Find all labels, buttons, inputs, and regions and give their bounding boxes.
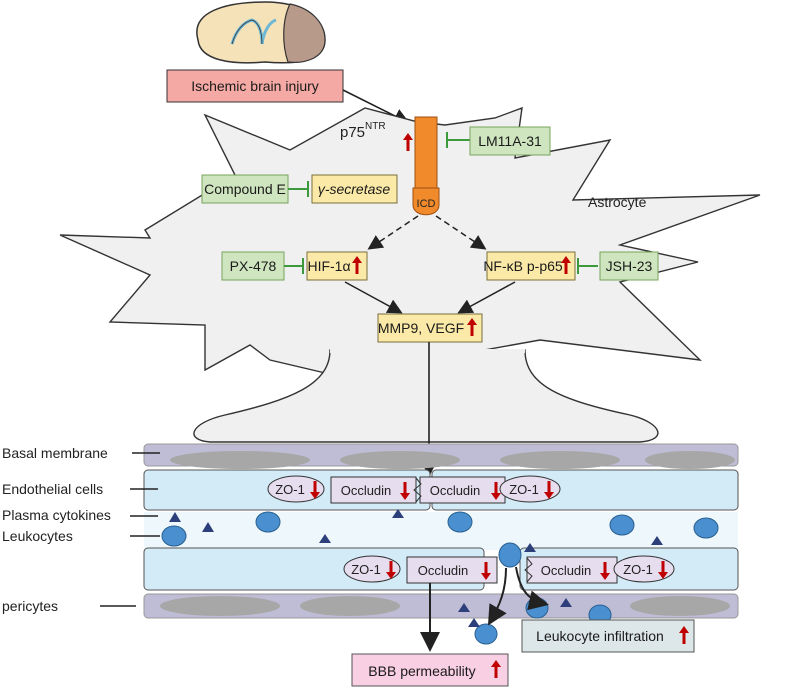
px478-label: PX-478 — [230, 258, 277, 274]
compound-e-box — [201, 174, 289, 204]
nfkb-to-mmp9-arrow — [457, 281, 516, 314]
occludin-lower-left — [406, 556, 498, 584]
side-label-pericytes: pericytes — [2, 598, 58, 614]
zo1-lower-left — [343, 555, 401, 583]
nfkb-box — [486, 251, 576, 281]
side-label-cytokines: Plasma cytokines — [2, 507, 111, 523]
receptor-superscript: NTR — [365, 121, 386, 132]
occludin-upper-right — [419, 476, 506, 504]
mmp9-vegf-label: MMP9, VEGF — [378, 320, 464, 336]
nfkb-label: NF-κB p-p65 — [483, 258, 563, 274]
occludin-upper-left — [330, 476, 417, 504]
ischemic-injury-box — [166, 69, 344, 103]
px478-box — [221, 251, 285, 281]
side-label-basal-membrane: Basal membrane — [2, 445, 108, 461]
hif-to-mmp9-arrow — [344, 281, 403, 314]
occludin-label-4: Occludin — [541, 563, 592, 578]
gamma-secretase-label: γ-secretase — [318, 181, 391, 197]
leukocyte-infiltration-label: Leukocyte infiltration — [536, 628, 664, 644]
jsh23-box — [599, 251, 659, 281]
receptor-transmembrane — [414, 116, 438, 190]
icd-label: ICD — [417, 198, 436, 210]
zo1-label-3: ZO-1 — [351, 562, 381, 577]
side-label-leukocytes: Leukocytes — [2, 528, 73, 544]
zo1-upper-left — [267, 475, 325, 503]
lm11a-label: LM11A-31 — [478, 133, 542, 149]
occludin-lower-right — [526, 556, 618, 584]
astrocyte-endfoot — [193, 349, 659, 443]
leukocyte-transmigration-arrow — [487, 567, 507, 626]
receptor-name: p75 — [340, 124, 365, 141]
occludin-label-3: Occludin — [418, 563, 469, 578]
zo1-lower-right — [613, 555, 675, 583]
receptor-label: p75NTR — [340, 121, 386, 141]
leukocyte-to-infiltration-arrow — [515, 566, 549, 611]
jsh23-label: JSH-23 — [606, 258, 653, 274]
zo1-label-1: ZO-1 — [275, 482, 305, 497]
icd-domain — [412, 187, 440, 216]
bbb-permeability-box — [351, 653, 509, 687]
astrocyte-label: Astrocyte — [588, 194, 647, 210]
occludin-label-2: Occludin — [430, 483, 481, 498]
vessel-lumen — [144, 512, 738, 550]
bbb-permeability-label: BBB permeability — [368, 663, 475, 679]
leukocyte-infiltration-box — [521, 619, 695, 653]
brain-section-icon — [196, 1, 326, 64]
zo1-label-2: ZO-1 — [509, 482, 539, 497]
lm11a-box — [469, 126, 551, 156]
zo1-label-4: ZO-1 — [623, 562, 653, 577]
hif1a-label: HIF-1α — [307, 258, 350, 274]
compound-e-label: Compound E — [204, 181, 286, 197]
side-label-endothelial: Endothelial cells — [2, 481, 103, 497]
ischemic-injury-label: Ischemic brain injury — [191, 78, 319, 94]
occludin-label-1: Occludin — [341, 483, 392, 498]
gamma-secretase-box — [311, 174, 398, 204]
mmp9-vegf-box — [377, 313, 483, 343]
plasma-cytokines — [169, 509, 663, 627]
zo1-upper-right — [499, 475, 561, 503]
